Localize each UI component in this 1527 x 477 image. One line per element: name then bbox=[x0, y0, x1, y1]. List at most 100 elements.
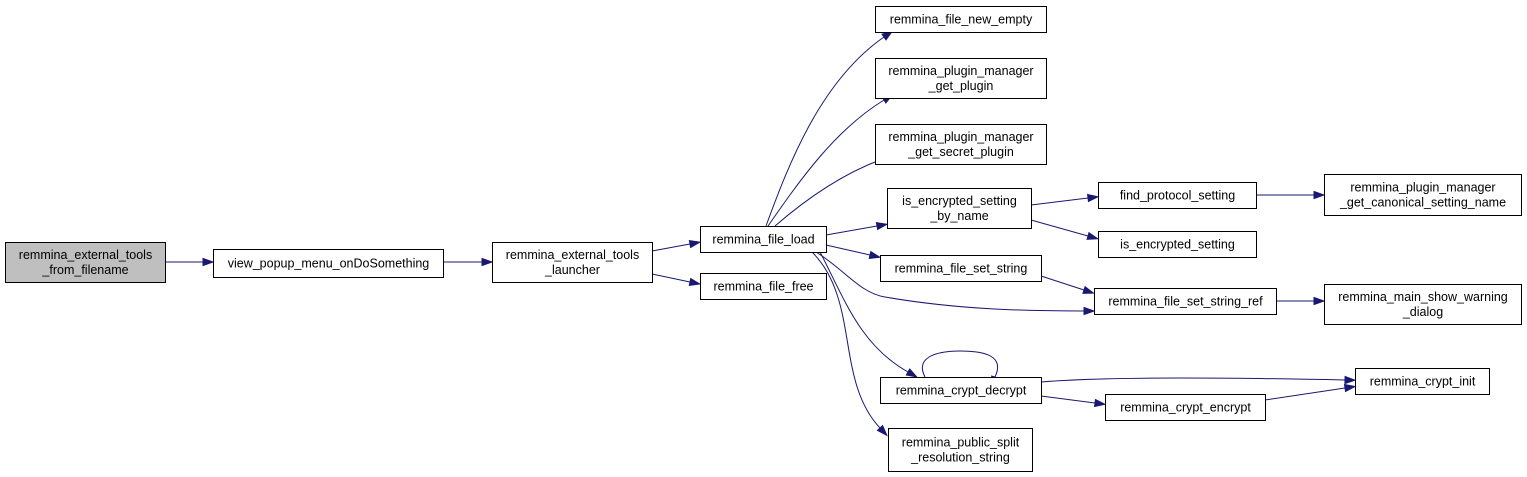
function-node[interactable]: remmina_crypt_decrypt bbox=[880, 377, 1042, 404]
node-box bbox=[887, 188, 1032, 229]
edge-arrowhead bbox=[1082, 285, 1095, 294]
node-label: _get_secret_plugin bbox=[907, 145, 1014, 159]
node-label: view_popup_menu_onDoSomething bbox=[228, 257, 430, 271]
node-box bbox=[875, 58, 1047, 99]
function-node[interactable]: remmina_file_load bbox=[700, 226, 827, 253]
function-node[interactable]: remmina_crypt_init bbox=[1355, 368, 1490, 395]
edge-arrowhead bbox=[688, 239, 702, 249]
function-node[interactable]: is_encrypted_setting bbox=[1098, 231, 1257, 258]
node-box bbox=[1324, 174, 1522, 216]
node-label: remmina_crypt_init bbox=[1370, 375, 1476, 389]
edge-line bbox=[767, 99, 885, 227]
node-box bbox=[1094, 288, 1277, 315]
edge-arrowhead bbox=[688, 277, 702, 287]
node-label: _from_filename bbox=[41, 263, 128, 277]
edge-arrowhead bbox=[875, 221, 889, 231]
node-label: remmina_main_show_warning bbox=[1338, 290, 1508, 304]
edge-arrowhead bbox=[1313, 296, 1326, 306]
edge-arrowhead bbox=[202, 257, 215, 267]
node-label: find_protocol_setting bbox=[1120, 189, 1235, 203]
function-node[interactable]: is_encrypted_setting_by_name bbox=[887, 188, 1032, 229]
edge-arrowhead bbox=[876, 424, 888, 437]
call-edge bbox=[165, 257, 215, 267]
function-nodes: remmina_external_tools_from_filename view… bbox=[5, 6, 1522, 472]
function-node[interactable]: remmina_file_new_empty bbox=[875, 6, 1047, 33]
call-edges bbox=[165, 30, 1357, 437]
edge-line bbox=[774, 159, 881, 227]
node-label: remmina_file_load bbox=[712, 233, 814, 247]
function-node[interactable]: view_popup_menu_onDoSomething bbox=[213, 249, 444, 278]
call-edge bbox=[774, 155, 891, 227]
edge-line bbox=[1040, 377, 1346, 383]
edge-line bbox=[825, 225, 878, 236]
function-node[interactable]: remmina_plugin_manager_get_plugin bbox=[875, 58, 1047, 99]
call-edge bbox=[1030, 219, 1100, 240]
edge-arrowhead bbox=[1313, 190, 1326, 200]
function-node[interactable]: remmina_file_free bbox=[700, 273, 827, 300]
function-node[interactable]: remmina_main_show_warning_dialog bbox=[1324, 284, 1522, 325]
node-label: remmina_external_tools bbox=[19, 248, 152, 262]
function-node[interactable]: find_protocol_setting bbox=[1098, 182, 1257, 209]
call-edge bbox=[1276, 296, 1326, 306]
function-node[interactable]: remmina_file_set_string bbox=[880, 255, 1042, 282]
call-edge bbox=[819, 251, 919, 378]
edge-line bbox=[1264, 387, 1346, 401]
node-box bbox=[1324, 284, 1522, 325]
node-label: remmina_file_set_string bbox=[895, 262, 1028, 276]
node-label: _launcher bbox=[544, 263, 600, 277]
edge-line bbox=[1040, 395, 1096, 404]
call-edge bbox=[767, 93, 894, 227]
edge-line bbox=[1040, 275, 1085, 291]
node-box bbox=[880, 255, 1042, 282]
call-edge bbox=[1256, 190, 1326, 200]
node-label: remmina_crypt_decrypt bbox=[896, 384, 1027, 398]
node-box bbox=[1098, 182, 1257, 209]
edge-line bbox=[1030, 197, 1089, 206]
function-node[interactable]: remmina_plugin_manager_get_secret_plugin bbox=[875, 124, 1047, 165]
node-box bbox=[492, 242, 653, 283]
edge-line bbox=[825, 244, 871, 256]
node-box bbox=[875, 124, 1047, 165]
node-box bbox=[700, 273, 827, 300]
edge-line bbox=[815, 251, 1085, 312]
function-node[interactable]: remmina_plugin_manager_get_canonical_set… bbox=[1324, 174, 1522, 216]
call-edge bbox=[815, 251, 1096, 316]
root-node-box bbox=[5, 242, 166, 283]
function-node[interactable]: remmina_crypt_encrypt bbox=[1105, 394, 1266, 421]
node-box bbox=[213, 249, 444, 278]
call-edge bbox=[1264, 383, 1357, 401]
function-node[interactable]: remmina_public_split_resolution_string bbox=[888, 428, 1033, 472]
edge-arrowhead bbox=[1083, 306, 1096, 316]
edge-arrowhead bbox=[1093, 398, 1107, 408]
node-label: is_encrypted_setting bbox=[902, 194, 1017, 208]
node-box bbox=[700, 226, 827, 253]
call-edge bbox=[651, 273, 702, 287]
function-node[interactable]: remmina_external_tools_from_filename bbox=[5, 242, 166, 283]
node-box bbox=[1355, 368, 1490, 395]
function-node[interactable]: remmina_external_tools_launcher bbox=[492, 242, 653, 283]
edge-arrowhead bbox=[905, 368, 919, 378]
node-box bbox=[1105, 394, 1266, 421]
call-edge bbox=[651, 239, 702, 252]
function-node[interactable]: remmina_file_set_string_ref bbox=[1094, 288, 1277, 315]
call-edge bbox=[1030, 193, 1100, 206]
call-edge bbox=[811, 251, 888, 437]
node-label: remmina_plugin_manager bbox=[888, 64, 1033, 78]
edge-arrowhead bbox=[868, 250, 882, 259]
node-label: _get_plugin bbox=[928, 79, 994, 93]
edge-line bbox=[765, 36, 885, 227]
edge-arrowhead bbox=[1344, 375, 1357, 385]
node-label: remmina_public_split bbox=[902, 436, 1020, 450]
edge-line bbox=[922, 350, 998, 378]
node-label: remmina_plugin_manager bbox=[1350, 181, 1495, 195]
edge-line bbox=[651, 243, 691, 252]
call-edge bbox=[1040, 395, 1107, 408]
edge-line bbox=[811, 251, 881, 429]
node-label: remmina_file_set_string_ref bbox=[1108, 295, 1263, 309]
edge-line bbox=[819, 251, 909, 373]
call-edge bbox=[825, 221, 889, 236]
call-edge bbox=[443, 257, 494, 267]
node-label: _by_name bbox=[929, 209, 988, 223]
edge-arrowhead bbox=[1086, 193, 1100, 203]
